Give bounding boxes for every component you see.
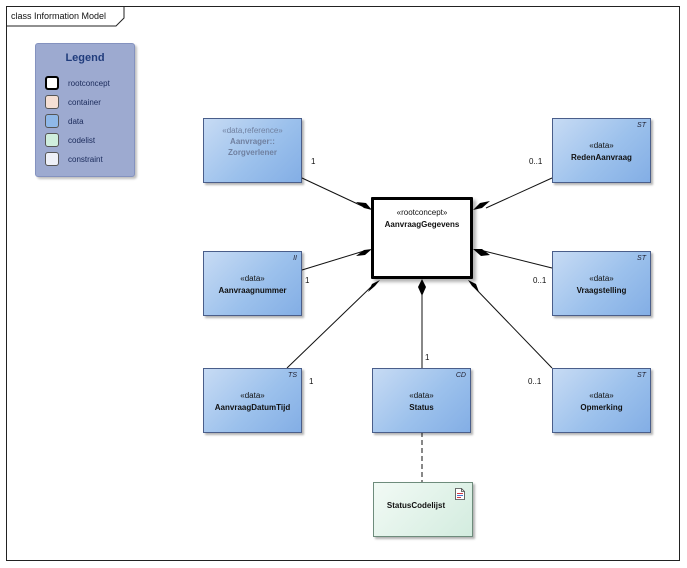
node-name: Opmerking <box>580 403 623 412</box>
type-tag: CD <box>455 372 466 379</box>
connector-vraagstelling <box>483 250 553 269</box>
legend: Legend rootconcept container data codeli… <box>35 43 135 177</box>
connector-aanvraagnummer <box>301 250 365 271</box>
legend-swatch-codelist <box>45 133 59 147</box>
multiplicity-status: 1 <box>425 353 430 362</box>
node-name: AanvraagDatumTijd <box>214 403 291 412</box>
legend-item-data: data <box>45 113 84 129</box>
legend-label: codelist <box>68 135 96 145</box>
composition-diamond-datumtijd <box>368 280 380 292</box>
class-node-zorgverlener[interactable]: «data,reference» Aanvrager:: Zorgverlene… <box>203 118 302 183</box>
connector-redenaanvraag <box>485 177 553 209</box>
legend-swatch-constraint <box>45 152 59 166</box>
type-tag: ST <box>637 372 646 379</box>
root-stereotype: «rootconcept» <box>396 208 448 217</box>
multiplicity-vraagstelling: 0..1 <box>533 276 547 285</box>
node-name: Aanvraagnummer <box>218 286 287 295</box>
node-name-line2: Zorgverlener <box>228 148 277 157</box>
legend-label: constraint <box>68 154 103 164</box>
node-stereotype: «data,reference» <box>222 126 283 135</box>
class-node-status[interactable]: CD «data» Status <box>372 368 471 433</box>
frame-title: class Information Model <box>11 11 107 21</box>
multiplicity-redenaanvraag: 0..1 <box>529 157 543 166</box>
node-name: Aanvrager:: <box>230 137 275 146</box>
legend-item-rootconcept: rootconcept <box>45 75 110 91</box>
node-stereotype: «data» <box>589 391 614 400</box>
legend-item-constraint: constraint <box>45 151 103 167</box>
node-name: Vraagstelling <box>576 286 627 295</box>
document-icon <box>455 488 465 500</box>
codelist-name: StatusCodelijst <box>386 501 446 510</box>
type-tag: TS <box>288 372 297 379</box>
type-tag: II <box>293 255 297 262</box>
root-name: AanvraagGegevens <box>384 220 460 229</box>
class-node-vraagstelling[interactable]: ST «data» Vraagstelling <box>552 251 651 316</box>
multiplicity-aanvraagdatumtijd: 1 <box>309 377 314 386</box>
legend-swatch-container <box>45 95 59 109</box>
node-stereotype: «data» <box>240 274 265 283</box>
multiplicity-aanvraagnummer: 1 <box>305 276 310 285</box>
node-stereotype: «data» <box>589 274 614 283</box>
type-tag: ST <box>637 122 646 129</box>
multiplicity-zorgverlener: 1 <box>311 157 316 166</box>
legend-swatch-data <box>45 114 59 128</box>
codelist-node-statuscodelijst[interactable]: StatusCodelijst <box>373 482 473 537</box>
composition-diamond-status <box>418 279 426 296</box>
root-concept-node[interactable]: «rootconcept» AanvraagGegevens <box>371 197 473 279</box>
legend-label: container <box>68 97 101 107</box>
legend-label: data <box>68 116 84 126</box>
class-node-redenaanvraag[interactable]: ST «data» RedenAanvraag <box>552 118 651 183</box>
class-node-aanvraagnummer[interactable]: II «data» Aanvraagnummer <box>203 251 302 316</box>
connector-opmerking <box>473 286 553 369</box>
diagram-frame <box>6 6 680 561</box>
node-name: RedenAanvraag <box>571 153 632 162</box>
composition-diamond-aanvraagnummer <box>356 249 372 256</box>
connector-zorgverlener <box>301 177 363 207</box>
node-stereotype: «data» <box>589 141 614 150</box>
legend-item-container: container <box>45 94 101 110</box>
legend-swatch-rootconcept <box>45 76 59 90</box>
composition-diamond-redenaanvraag <box>473 201 490 210</box>
composition-diamond-vraagstelling <box>473 249 490 256</box>
node-name: Status <box>409 403 434 412</box>
composition-diamond-zorgverlener <box>356 202 372 210</box>
legend-title: Legend <box>65 52 105 64</box>
connector-datumtijd <box>286 286 372 369</box>
legend-item-codelist: codelist <box>45 132 95 148</box>
class-node-aanvraagdatumtijd[interactable]: TS «data» AanvraagDatumTijd <box>203 368 302 433</box>
multiplicity-opmerking: 0..1 <box>528 377 542 386</box>
legend-label: rootconcept <box>68 78 110 88</box>
type-tag: ST <box>637 255 646 262</box>
class-node-opmerking[interactable]: ST «data» Opmerking <box>552 368 651 433</box>
node-stereotype: «data» <box>240 391 265 400</box>
frame-tab-outline <box>6 6 125 27</box>
composition-diamond-opmerking <box>468 280 479 292</box>
node-stereotype: «data» <box>409 391 434 400</box>
